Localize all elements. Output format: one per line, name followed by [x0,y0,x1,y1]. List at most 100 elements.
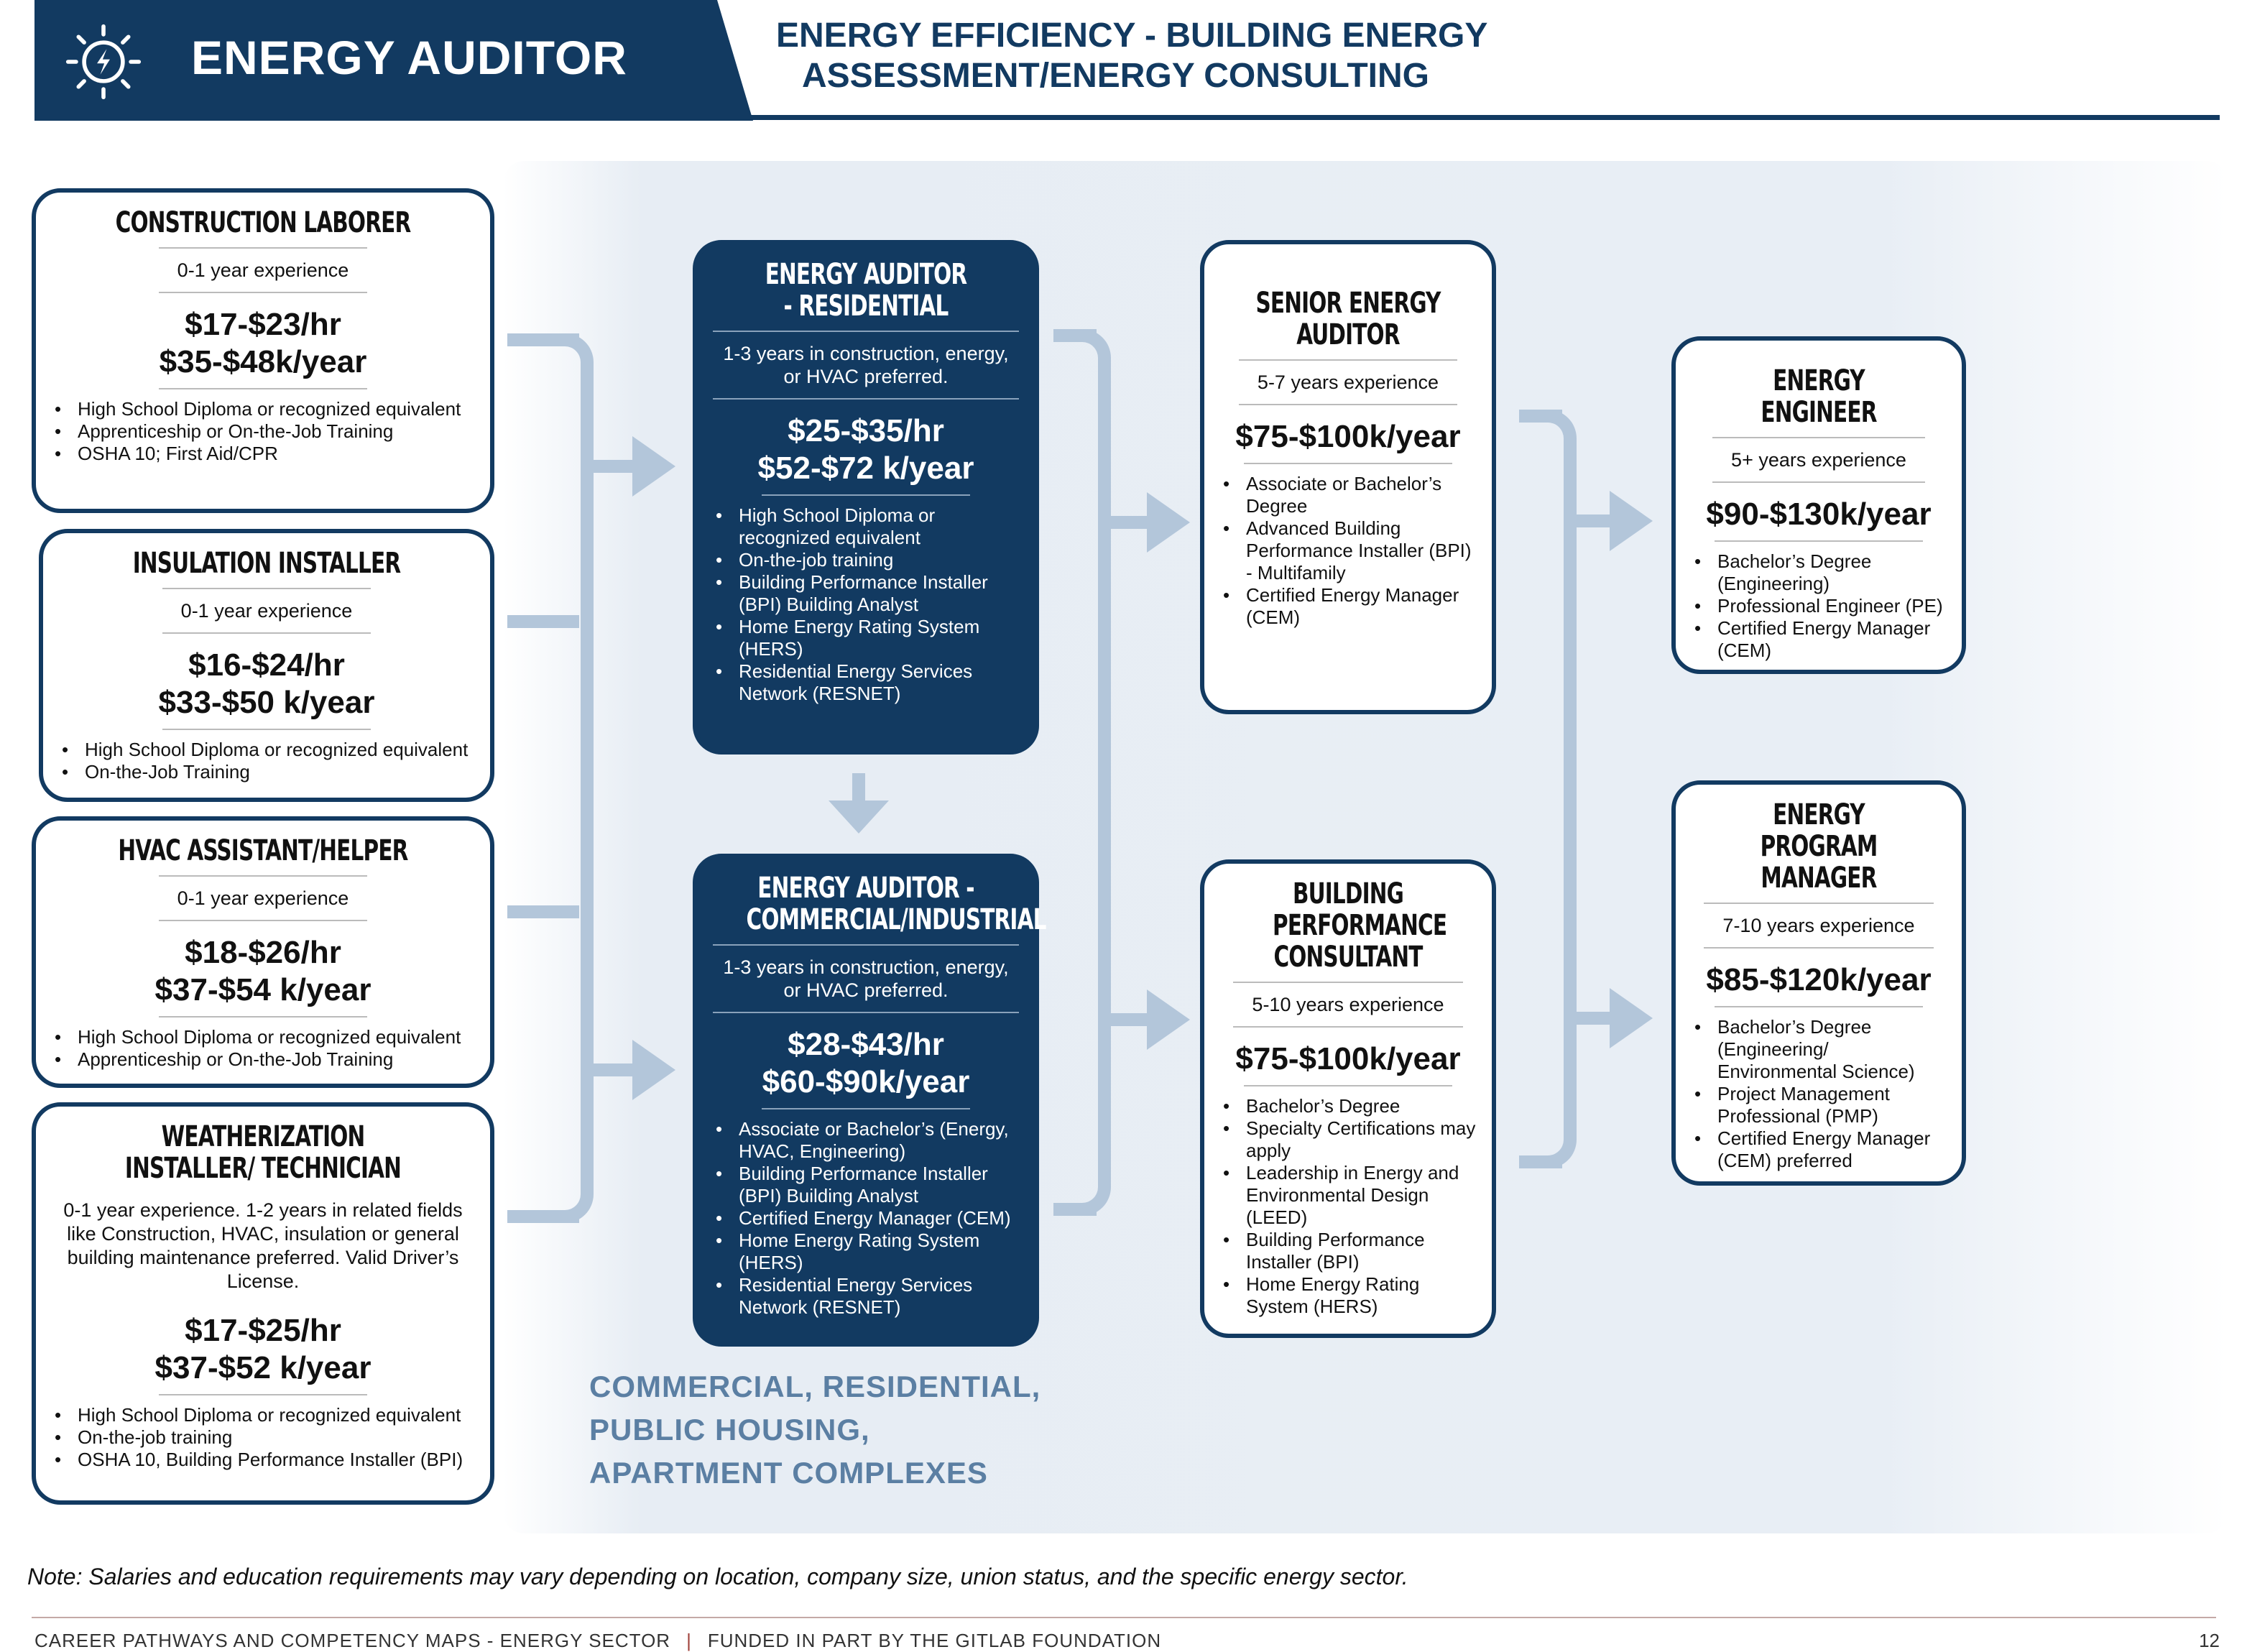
pay-yearly: $75-$100k/year [1235,1041,1461,1076]
bracket-connector [1053,329,1111,1216]
divider [762,494,970,496]
connector-line [852,773,865,802]
role-experience: 0-1 year experience [158,875,368,921]
connector-line [507,905,579,918]
role-experience: 5-7 years experience [1238,359,1458,405]
role-card-insulation-installer: INSULATION INSTALLER 0-1 year experience… [39,529,494,802]
role-title: ENERGY AUDITOR - RESIDENTIAL [765,258,967,323]
role-experience: 0-1 year experience [158,247,368,293]
requirement-item: Home Energy Rating System (HERS) [713,1229,1019,1274]
role-pay: $17-$25/hr $37-$52 k/year [52,1312,474,1387]
role-title: SENIOR ENERGY AUDITOR [1255,287,1441,351]
pay-yearly: $37-$52 k/year [154,1350,372,1385]
pay-yearly: $60-$90k/year [762,1064,970,1099]
pay-yearly: $37-$54 k/year [154,972,372,1007]
requirements-list: High School Diploma or recognized equiva… [52,1026,474,1071]
requirement-item: Bachelor’s Degree (Engineering/ Environm… [1692,1016,1946,1083]
pay-hourly: $18-$26/hr [185,935,341,970]
role-experience: 5+ years experience [1712,437,1925,483]
requirement-item: Building Performance Installer (BPI) [1220,1229,1476,1273]
role-pay: $75-$100k/year [1220,1040,1476,1078]
requirement-item: Building Performance Installer (BPI) Bui… [713,1163,1019,1207]
requirement-item: Specialty Certifications may apply [1220,1117,1476,1162]
requirement-item: Associate or Bachelor’s Degree [1220,473,1476,517]
requirement-item: High School Diploma or recognized equiva… [59,739,474,761]
role-title: BUILDING PERFORMANCE CONSULTANT [1273,877,1447,974]
requirement-item: Apprenticeship or On-the-Job Training [52,420,474,443]
requirement-item: Residential Energy Services Network (RES… [713,1274,1019,1319]
connector-line [1107,1013,1150,1026]
requirement-item: Advanced Building Performance Installer … [1220,517,1476,584]
requirement-item: On-the-job training [713,549,1019,571]
divider [159,388,367,389]
divider [162,729,371,730]
role-title: HVAC ASSISTANT/HELPER [118,834,408,867]
sector-line: APARTMENT COMPLEXES [589,1456,988,1490]
page-number: 12 [2199,1630,2220,1651]
connector-line [507,615,579,628]
divider [159,1016,367,1017]
sectors-label: COMMERCIAL, RESIDENTIAL, PUBLIC HOUSING,… [589,1365,1041,1495]
role-card-weatherization-installer: WEATHERIZATION INSTALLER/ TECHNICIAN 0-1… [32,1102,494,1505]
requirement-item: High School Diploma or recognized equiva… [52,1404,474,1426]
role-pay: $17-$23/hr $35-$48k/year [52,306,474,381]
role-pay: $75-$100k/year [1220,418,1476,456]
requirements-list: Associate or Bachelor’s (Energy, HVAC, E… [713,1118,1019,1319]
arrow-right-icon [1610,988,1653,1048]
role-card-energy-auditor-residential: ENERGY AUDITOR - RESIDENTIAL 1-3 years i… [693,240,1039,755]
role-pay: $16-$24/hr $33-$50 k/year [59,647,474,721]
bracket-connector [1519,410,1577,1168]
role-pay: $85-$120k/year [1692,961,1946,999]
sector-line: COMMERCIAL, RESIDENTIAL, [589,1370,1041,1403]
role-experience: 1-3 years in construction, energy, or HV… [713,331,1019,400]
pay-yearly: $90-$130k/year [1706,497,1932,532]
requirements-list: High School Diploma or recognized equiva… [52,398,474,465]
subtitle-line-2: ASSESSMENT/ENERGY CONSULTING [802,57,1429,95]
role-title: ENERGY AUDITOR - COMMERCIAL/INDUSTRIAL [746,872,1047,936]
requirement-item: High School Diploma or recognized equiva… [52,1026,474,1048]
divider [1244,463,1452,464]
header-rule [747,115,2220,120]
requirement-item: On-the-Job Training [59,761,474,783]
footnote: Note: Salaries and education requirement… [27,1564,1408,1589]
pay-hourly: $17-$25/hr [185,1313,341,1348]
requirement-item: Leadership in Energy and Environmental D… [1220,1162,1476,1229]
footer: CAREER PATHWAYS AND COMPETENCY MAPS - EN… [34,1630,1161,1652]
subtitle-line-1: ENERGY EFFICIENCY - BUILDING ENERGY [776,17,1488,55]
page-title: ENERGY AUDITOR [191,31,627,84]
page-subtitle: ENERGY EFFICIENCY - BUILDING ENERGY ASSE… [776,16,1602,96]
role-experience: 0-1 year experience. 1-2 years in relate… [63,1199,463,1292]
role-title: ENERGY PROGRAM MANAGER [1760,798,1878,895]
role-title: CONSTRUCTION LABORER [115,206,412,239]
role-title: WEATHERIZATION INSTALLER/ TECHNICIAN [124,1120,402,1185]
requirement-item: Associate or Bachelor’s (Energy, HVAC, E… [713,1118,1019,1163]
pay-hourly: $25-$35/hr [788,413,944,448]
requirement-item: OSHA 10; First Aid/CPR [52,443,474,465]
role-experience: 5-10 years experience [1233,982,1463,1028]
role-card-senior-energy-auditor: SENIOR ENERGY AUDITOR 5-7 years experien… [1200,240,1496,714]
requirements-list: Bachelor’s Degree Specialty Certificatio… [1220,1095,1476,1318]
role-title: INSULATION INSTALLER [132,547,401,580]
requirement-item: Residential Energy Services Network (RES… [713,660,1019,705]
requirements-list: High School Diploma or recognized equiva… [52,1404,474,1471]
role-card-energy-engineer: ENERGY ENGINEER 5+ years experience $90-… [1671,336,1966,674]
role-card-construction-laborer: CONSTRUCTION LABORER 0-1 year experience… [32,188,494,513]
role-pay: $90-$130k/year [1692,496,1946,533]
requirement-item: High School Diploma or recognized equiva… [52,398,474,420]
footer-separator: | [686,1630,692,1651]
requirement-item: Certified Energy Manager (CEM) [1692,617,1946,662]
requirement-item: On-the-job training [52,1426,474,1449]
connector-line [1572,1012,1612,1025]
divider [1715,540,1923,542]
role-experience: 1-3 years in construction, energy, or HV… [713,944,1019,1013]
requirements-list: Associate or Bachelor’s Degree Advanced … [1220,473,1476,629]
pay-hourly: $16-$24/hr [188,647,345,683]
header-band [34,0,753,121]
requirements-list: High School Diploma or recognized equiva… [59,739,474,783]
arrow-right-icon [632,1040,675,1100]
footer-rule [32,1617,2216,1618]
role-pay: $28-$43/hr $60-$90k/year [713,1026,1019,1101]
role-card-hvac-assistant: HVAC ASSISTANT/HELPER 0-1 year experienc… [32,816,494,1088]
role-card-energy-auditor-commercial: ENERGY AUDITOR - COMMERCIAL/INDUSTRIAL 1… [693,854,1047,1347]
requirement-item: Certified Energy Manager (CEM) [713,1207,1019,1229]
